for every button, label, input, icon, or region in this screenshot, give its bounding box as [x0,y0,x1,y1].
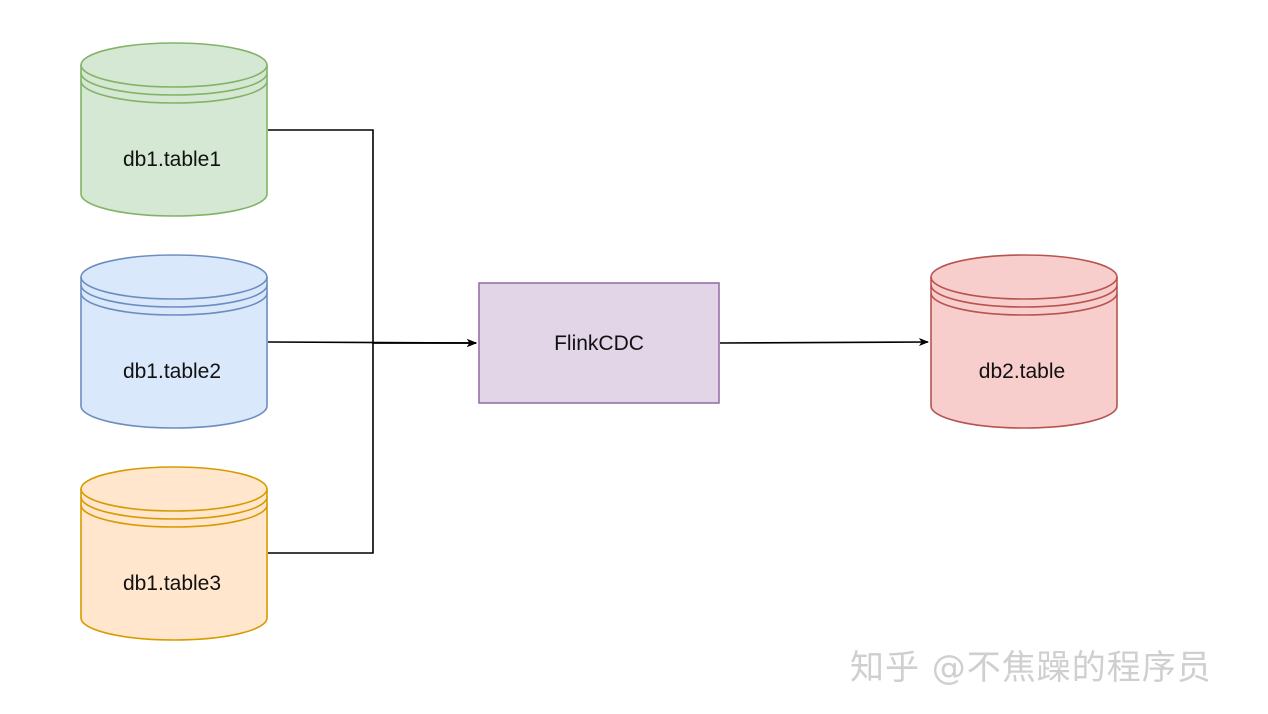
process-box [478,282,720,404]
node-label: db1.table3 [123,572,221,595]
node-db2-table[interactable]: db2.table [930,254,1118,429]
edges [267,129,929,554]
node-label: db1.table1 [123,148,221,171]
cylinder-icon [80,466,268,641]
cylinder-icon [930,254,1118,429]
node-db1-table3[interactable]: db1.table3 [80,466,268,641]
node-label: FlinkCDC [554,332,644,355]
node-label: db1.table2 [123,360,221,383]
edge-table3-to-flinkcdc [268,339,477,554]
edge-table1-to-flinkcdc [268,129,477,347]
node-db1-table2[interactable]: db1.table2 [80,254,268,429]
node-flinkcdc[interactable]: FlinkCDC [478,282,720,404]
cylinder-icon [80,254,268,429]
edge-flinkcdc-to-db2-table [719,338,929,347]
node-label: db2.table [979,360,1065,383]
node-db1-table1[interactable]: db1.table1 [80,42,268,217]
cylinder-icon [80,42,268,217]
watermark-text: 知乎 @不焦躁的程序员 [850,648,1212,688]
